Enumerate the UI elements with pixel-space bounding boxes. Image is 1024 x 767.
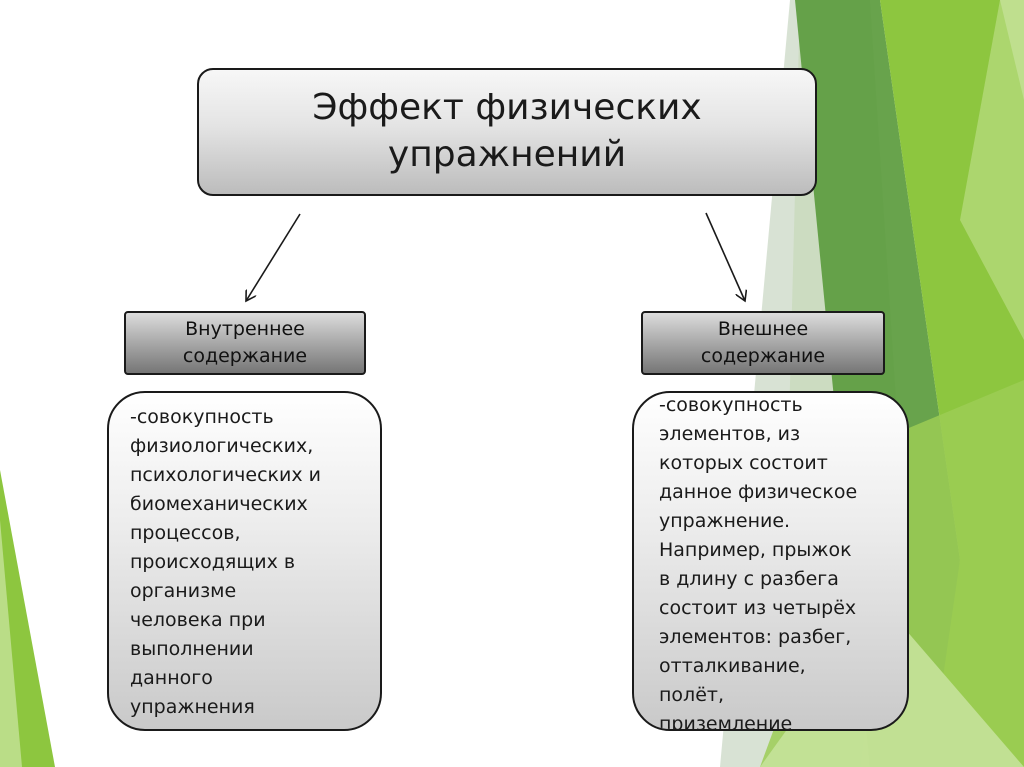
internal-content-description-box: -совокупность физиологических, психологи… [107, 391, 382, 731]
external-content-description-box: -совокупность элементов, из которых сост… [632, 391, 909, 731]
internal-content-description: -совокупность физиологических, психологи… [130, 406, 322, 718]
left-shard-pale [0, 520, 22, 767]
arrow-left [246, 213, 301, 301]
external-content-label-box: Внешнее содержание [641, 311, 885, 375]
external-content-description: -совокупность элементов, из которых сост… [659, 394, 858, 731]
diagram-title: Эффект физических упражнений [312, 87, 702, 175]
external-content-label: Внешнее содержание [700, 318, 826, 367]
internal-content-label-box: Внутреннее содержание [124, 311, 366, 375]
arrow-right [705, 212, 745, 301]
title-box: Эффект физических упражнений [197, 68, 817, 196]
right-shard-light [960, 0, 1024, 340]
internal-content-label: Внутреннее содержание [182, 318, 308, 367]
